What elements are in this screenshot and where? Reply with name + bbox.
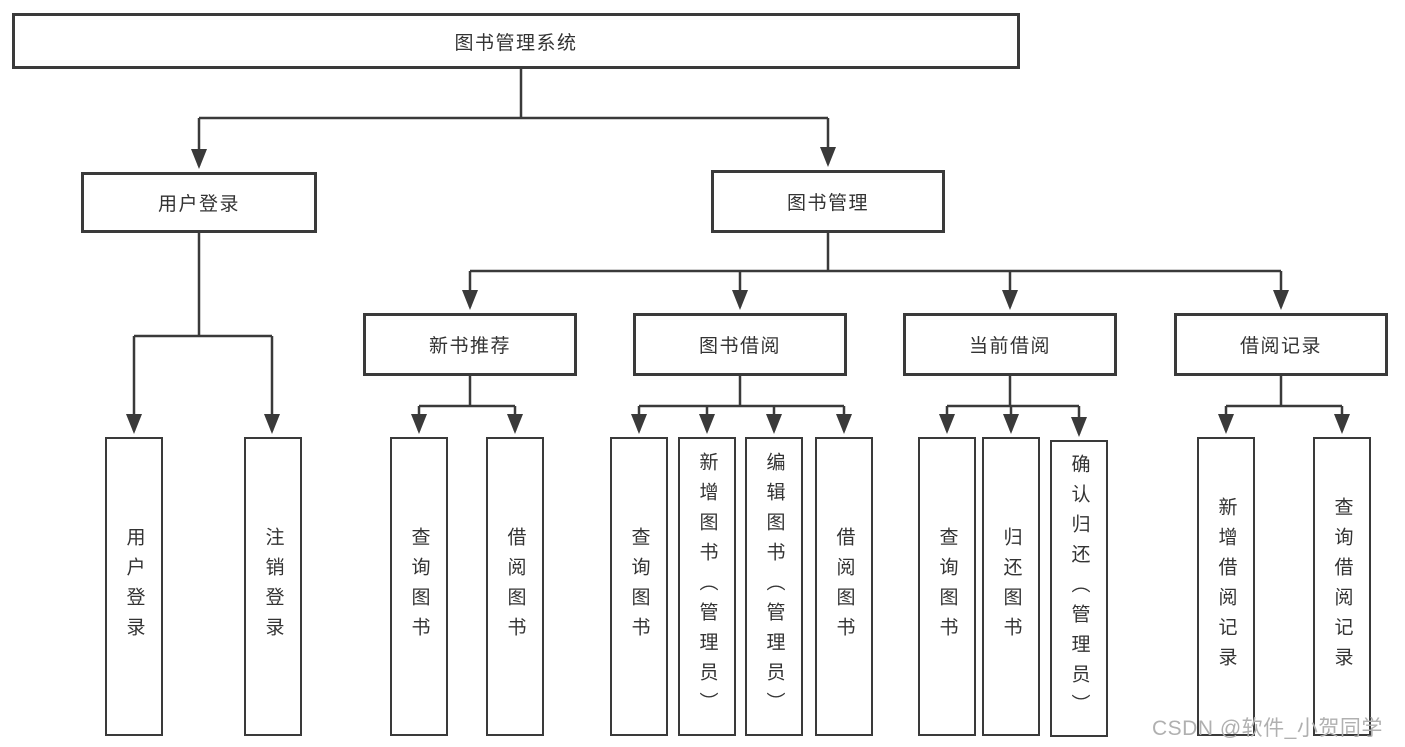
leaf-label: 查询借阅记录 (1331, 496, 1353, 677)
leaf-label: 查询图书 (408, 526, 430, 647)
leaf-label: 新增图书（管理员） (696, 451, 718, 722)
node-new-book-recommend: 新书推荐 (363, 313, 577, 376)
node-label: 图书管理系统 (454, 32, 578, 54)
node-label: 用户登录 (157, 194, 240, 215)
node-current-borrowing: 当前借阅 (903, 313, 1117, 376)
csdn-watermark: CSDN @软件_小贺同学 (1152, 717, 1383, 740)
node-label: 图书管理 (786, 193, 869, 214)
leaf-current-return-books: 归还图书 (982, 437, 1040, 736)
node-label: 当前借阅 (968, 336, 1051, 357)
node-library-management-system: 图书管理系统 (12, 13, 1020, 69)
leaf-borrowing-add-books-admin: 新增图书（管理员） (678, 437, 736, 736)
leaf-label: 归还图书 (1000, 526, 1022, 647)
node-user-login: 用户登录 (81, 172, 317, 233)
leaf-label: 注销登录 (262, 526, 284, 647)
leaf-label: 查询图书 (936, 526, 958, 647)
leaf-records-query-record: 查询借阅记录 (1313, 437, 1371, 736)
node-label: 借阅记录 (1239, 336, 1322, 357)
leaf-current-confirm-return-admin: 确认归还（管理员） (1050, 440, 1108, 737)
node-book-management: 图书管理 (711, 170, 945, 233)
leaf-label: 确认归还（管理员） (1068, 453, 1090, 724)
leaf-label: 查询图书 (628, 526, 650, 647)
leaf-label: 用户登录 (123, 526, 145, 647)
leaf-current-query-books: 查询图书 (918, 437, 976, 736)
leaf-borrowing-borrow-books: 借阅图书 (815, 437, 873, 736)
leaf-label: 借阅图书 (504, 526, 526, 647)
node-borrowing-records: 借阅记录 (1174, 313, 1388, 376)
leaf-label: 编辑图书（管理员） (763, 451, 785, 722)
leaf-logout: 注销登录 (244, 437, 302, 736)
leaf-label: 新增借阅记录 (1215, 496, 1237, 677)
leaf-records-add-record: 新增借阅记录 (1197, 437, 1255, 736)
leaf-borrowing-query-books: 查询图书 (610, 437, 668, 736)
node-label: 图书借阅 (698, 336, 781, 357)
leaf-borrowing-edit-books-admin: 编辑图书（管理员） (745, 437, 803, 736)
leaf-label: 借阅图书 (833, 526, 855, 647)
node-label: 新书推荐 (428, 336, 511, 357)
leaf-user-login: 用户登录 (105, 437, 163, 736)
leaf-recommend-query-books: 查询图书 (390, 437, 448, 736)
leaf-recommend-borrow-books: 借阅图书 (486, 437, 544, 736)
node-book-borrowing: 图书借阅 (633, 313, 847, 376)
